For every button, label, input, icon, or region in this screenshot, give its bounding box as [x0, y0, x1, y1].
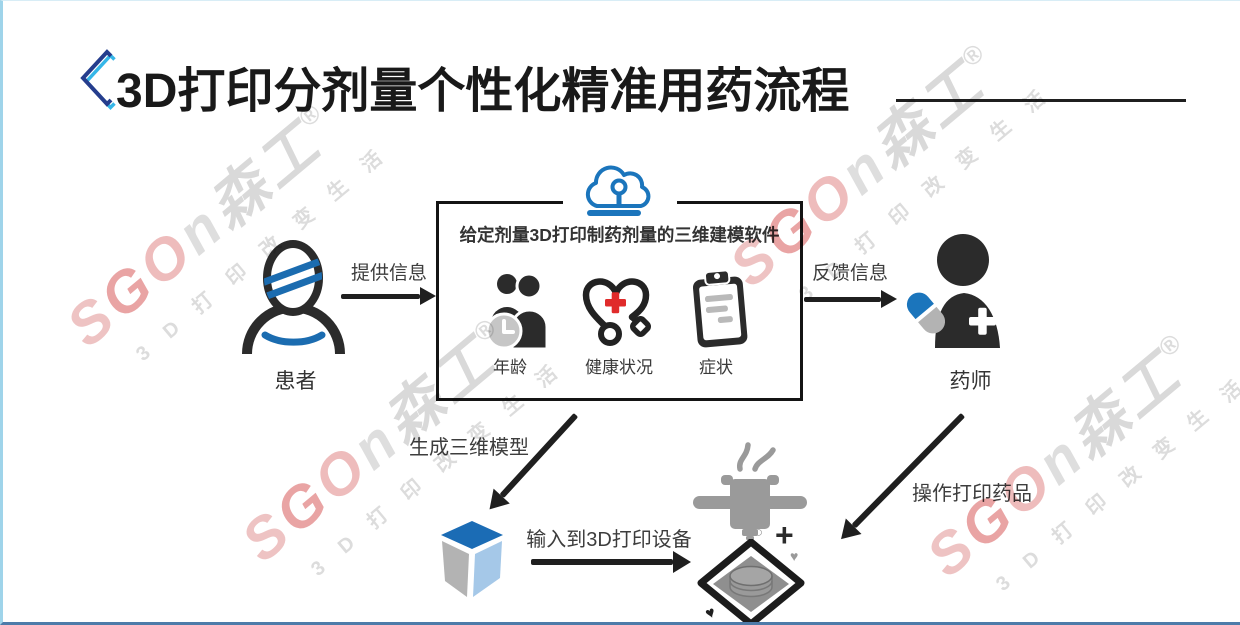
watermark-letter: G: [263, 464, 344, 547]
input-to-printer-arrow: [531, 551, 691, 573]
sparkle-circle-icon: ○: [754, 524, 764, 541]
watermark-letter: O: [301, 431, 382, 514]
watermark-letter: 森: [1055, 380, 1146, 471]
age-people-clock-icon: [487, 272, 549, 351]
patient-label: 患者: [274, 370, 317, 393]
watermark-letter: 工: [907, 49, 998, 141]
input-to-printer-label: 输入到3D打印设备: [526, 529, 692, 551]
provide-info-label: 提供信息: [350, 263, 427, 284]
factor-health-label: 健康状况: [585, 358, 653, 377]
patient-icon: [242, 240, 345, 355]
pharmacist-icon: [906, 234, 1000, 348]
page-title: 3D打印分剂量个性化精准用药流程: [116, 65, 850, 118]
software-box-title: 给定剂量3D打印制药剂量的三维建模软件: [459, 225, 780, 245]
watermark-tagline: 3D打印改变生活: [992, 361, 1240, 596]
generate-model-label: 生成三维模型: [409, 437, 529, 459]
title-underline: [896, 99, 1186, 102]
watermark-letter: n: [827, 130, 901, 207]
operate-print-label: 操作打印药品: [912, 483, 1032, 505]
watermark-letter: 工: [1104, 339, 1195, 431]
watermark-letter: S: [914, 511, 990, 590]
pharmacist-label: 药师: [949, 370, 992, 393]
registered-mark-icon: ®: [1152, 324, 1191, 363]
watermark-letter: S: [229, 496, 305, 575]
watermark-letter: 森: [858, 90, 949, 181]
sparkle-plus-icon: +: [775, 517, 794, 553]
cloud-key-icon: [585, 165, 651, 208]
provide-info-arrow: [341, 287, 436, 305]
sparkle-heart-icon: ♥: [790, 548, 799, 564]
feedback-info-arrow: [804, 290, 897, 308]
watermark-letter: 工: [244, 109, 335, 201]
chevron-title-icon: [80, 49, 116, 111]
feedback-info-label: 反馈信息: [811, 263, 888, 284]
watermark-letter: 森: [195, 150, 286, 241]
generate-model-arrow: [481, 408, 584, 517]
printer-platform-icon: [697, 539, 805, 622]
factor-symptoms-label: 症状: [699, 358, 733, 377]
heart-stethoscope-icon: [582, 278, 651, 346]
watermark-letter: G: [88, 249, 169, 332]
printer-head-icon: [693, 442, 807, 540]
factor-age-label: 年龄: [493, 358, 527, 377]
watermark-letter: O: [126, 216, 207, 299]
watermark-letter: n: [164, 190, 238, 267]
watermark-letter: S: [54, 281, 130, 360]
3d-model-cube-icon: [441, 521, 503, 597]
registered-mark-icon: ®: [955, 34, 994, 73]
clipboard-icon: [692, 269, 748, 348]
cloud-underline: [587, 210, 641, 216]
